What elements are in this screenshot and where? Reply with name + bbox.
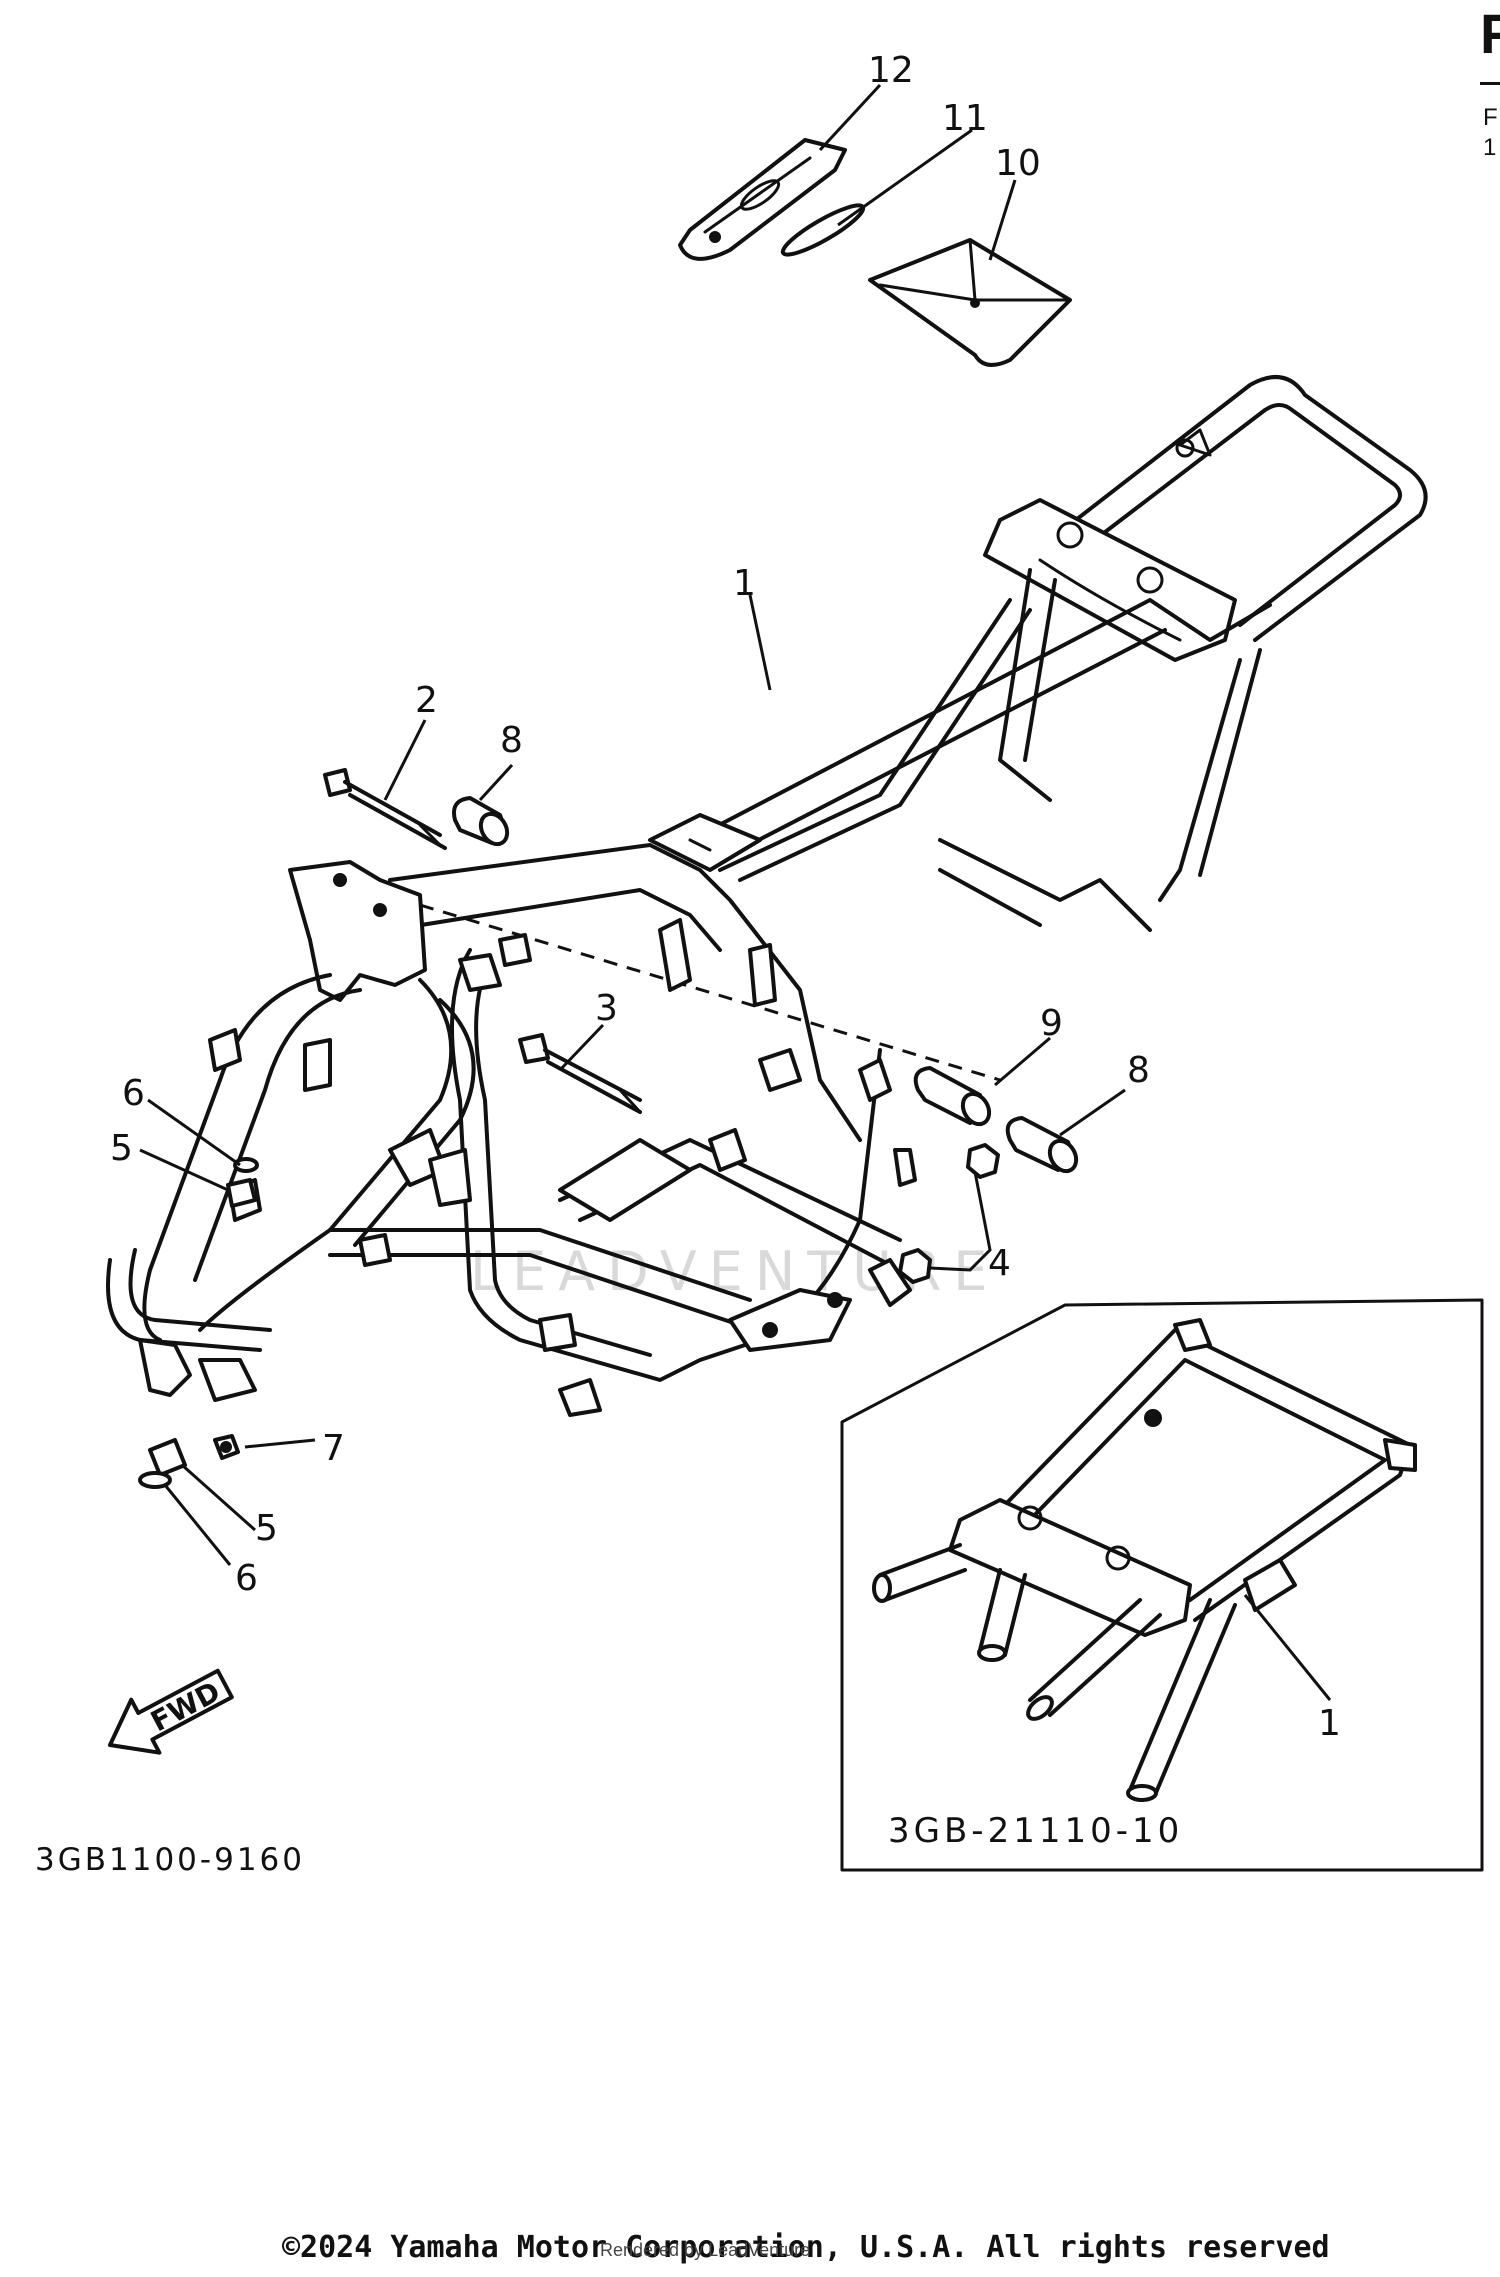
part-7-screw <box>213 1434 240 1460</box>
leader-lines <box>139 83 1126 1566</box>
rendered-by-text: Rendered by LeadVenture <box>600 2240 811 2260</box>
part-8-collar-lower <box>1005 1116 1079 1174</box>
callout-12: 12 <box>868 50 914 91</box>
part-4-nuts <box>898 1143 1000 1284</box>
callout-2: 2 <box>415 680 438 721</box>
cropped-line-2: 1 <box>1483 134 1497 160</box>
callout-5-lower: 5 <box>255 1508 278 1549</box>
part-9-collar <box>913 1066 992 1127</box>
cropped-rule <box>1480 82 1500 85</box>
callout-7: 7 <box>322 1428 345 1469</box>
inset-frame-variant: 1 3GB-21110-10 <box>840 1298 1484 1872</box>
callout-labels: 12 11 10 1 2 8 3 9 8 4 6 5 7 5 6 <box>110 50 1150 1599</box>
part-5-6-bushings <box>138 1157 259 1489</box>
part-code: 3GB1100-9160 <box>35 1842 305 1878</box>
part-10-tool-bag <box>868 238 1072 367</box>
callout-11: 11 <box>942 98 988 139</box>
callout-1-inset: 1 <box>1318 1703 1341 1744</box>
part-3-bolt <box>518 1033 642 1114</box>
cropped-title-letter: F <box>1480 2 1500 65</box>
cropped-header: F F 1 <box>1480 0 1500 160</box>
callout-6-lower: 6 <box>235 1558 258 1599</box>
part-11-band <box>780 203 866 257</box>
inset-code: 3GB-21110-10 <box>888 1811 1183 1851</box>
fwd-arrow-icon: FWD <box>108 1668 234 1755</box>
part-8-collar-upper <box>452 796 510 847</box>
callout-3: 3 <box>595 988 618 1029</box>
callout-6-upper: 6 <box>122 1073 145 1114</box>
callout-9: 9 <box>1040 1003 1063 1044</box>
callout-8-upper: 8 <box>500 720 523 761</box>
callout-5-upper: 5 <box>110 1128 133 1169</box>
callout-8-lower: 8 <box>1127 1050 1150 1091</box>
callout-4: 4 <box>988 1243 1011 1284</box>
part-12-seat-strap <box>678 138 847 261</box>
fwd-label: FWD <box>145 1675 225 1739</box>
copyright-text: ©2024 Yamaha Motor Corporation, U.S.A. A… <box>282 2230 1330 2265</box>
callout-10: 10 <box>995 143 1041 184</box>
cropped-line-1: F <box>1483 104 1498 131</box>
part-1-frame <box>106 375 1428 1417</box>
callout-1: 1 <box>733 563 756 604</box>
part-2-bolt <box>323 768 447 850</box>
